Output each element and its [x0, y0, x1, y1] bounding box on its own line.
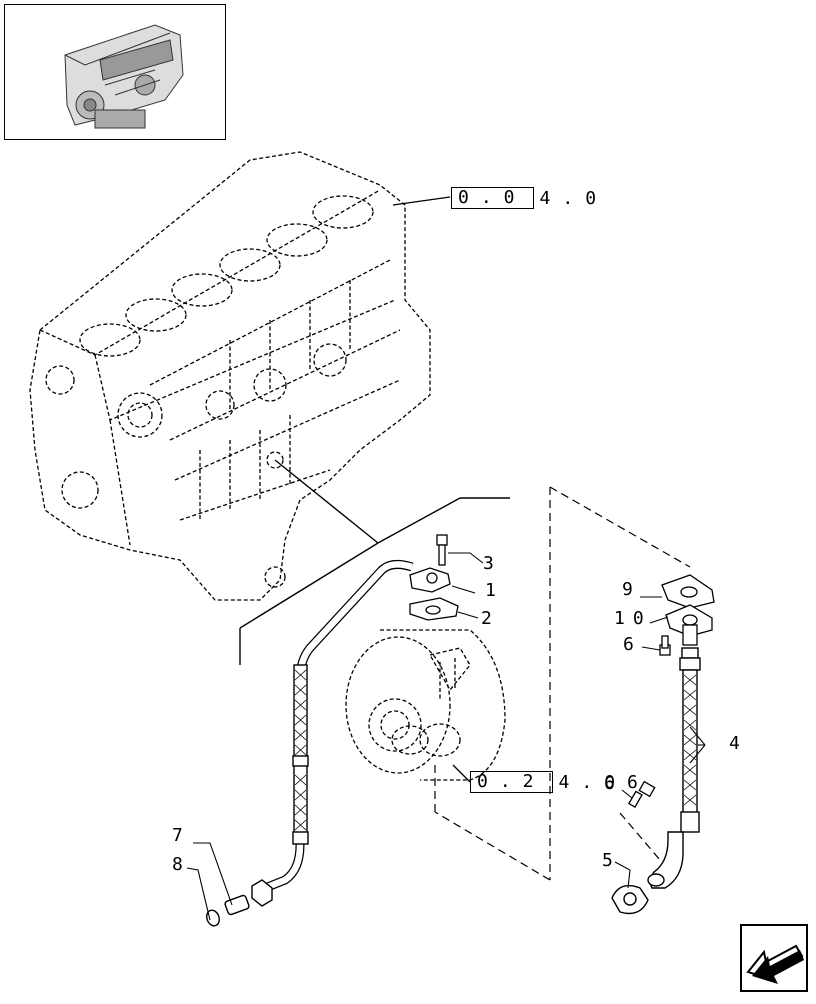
callout-4: 4	[729, 733, 740, 754]
callout-leaders-right	[186, 596, 706, 921]
block-ref-leader	[392, 196, 451, 206]
turbocharger	[345, 629, 506, 781]
callout-5: 5	[602, 850, 613, 871]
drain-flanges	[659, 574, 715, 656]
block-ref-rest: 4.0	[539, 187, 609, 209]
callout-8: 8	[172, 854, 183, 875]
callout-6-upper: 6	[623, 634, 634, 655]
engine-thumbnail	[4, 4, 226, 140]
turbo-ref-boxed: 0.2	[470, 771, 553, 793]
turbo-reference[interactable]: 0.2 4.06	[470, 771, 650, 793]
turbo-ref-rest: 4.06	[558, 771, 650, 793]
callout-2: 2	[481, 608, 492, 629]
callout-10: 10	[614, 608, 652, 629]
oil-feed-pipe	[206, 559, 414, 927]
connection-lines	[239, 459, 510, 665]
engine-block	[29, 151, 431, 601]
callout-1: 1	[485, 580, 496, 601]
pipe-braid	[294, 669, 307, 831]
oil-drain-pipe	[611, 647, 701, 915]
block-reference[interactable]: 0.0 4.0	[451, 187, 608, 209]
callout-9: 9	[622, 579, 633, 600]
callout-3: 3	[483, 553, 494, 574]
engine-thumbnail-drawing	[64, 24, 184, 129]
drain-braid	[683, 674, 697, 806]
phantom-outline	[434, 486, 691, 881]
nav-back-button[interactable]	[740, 924, 808, 992]
block-ref-boxed: 0.0	[451, 187, 534, 209]
screw-lower	[628, 780, 656, 808]
callout-leaders-left	[448, 552, 484, 619]
pipe-flange	[409, 534, 459, 621]
callout-7: 7	[172, 825, 183, 846]
arrow-back-icon	[746, 944, 804, 984]
turbo-ref-leader	[452, 764, 471, 783]
callout-6-lower: 6	[604, 773, 615, 794]
